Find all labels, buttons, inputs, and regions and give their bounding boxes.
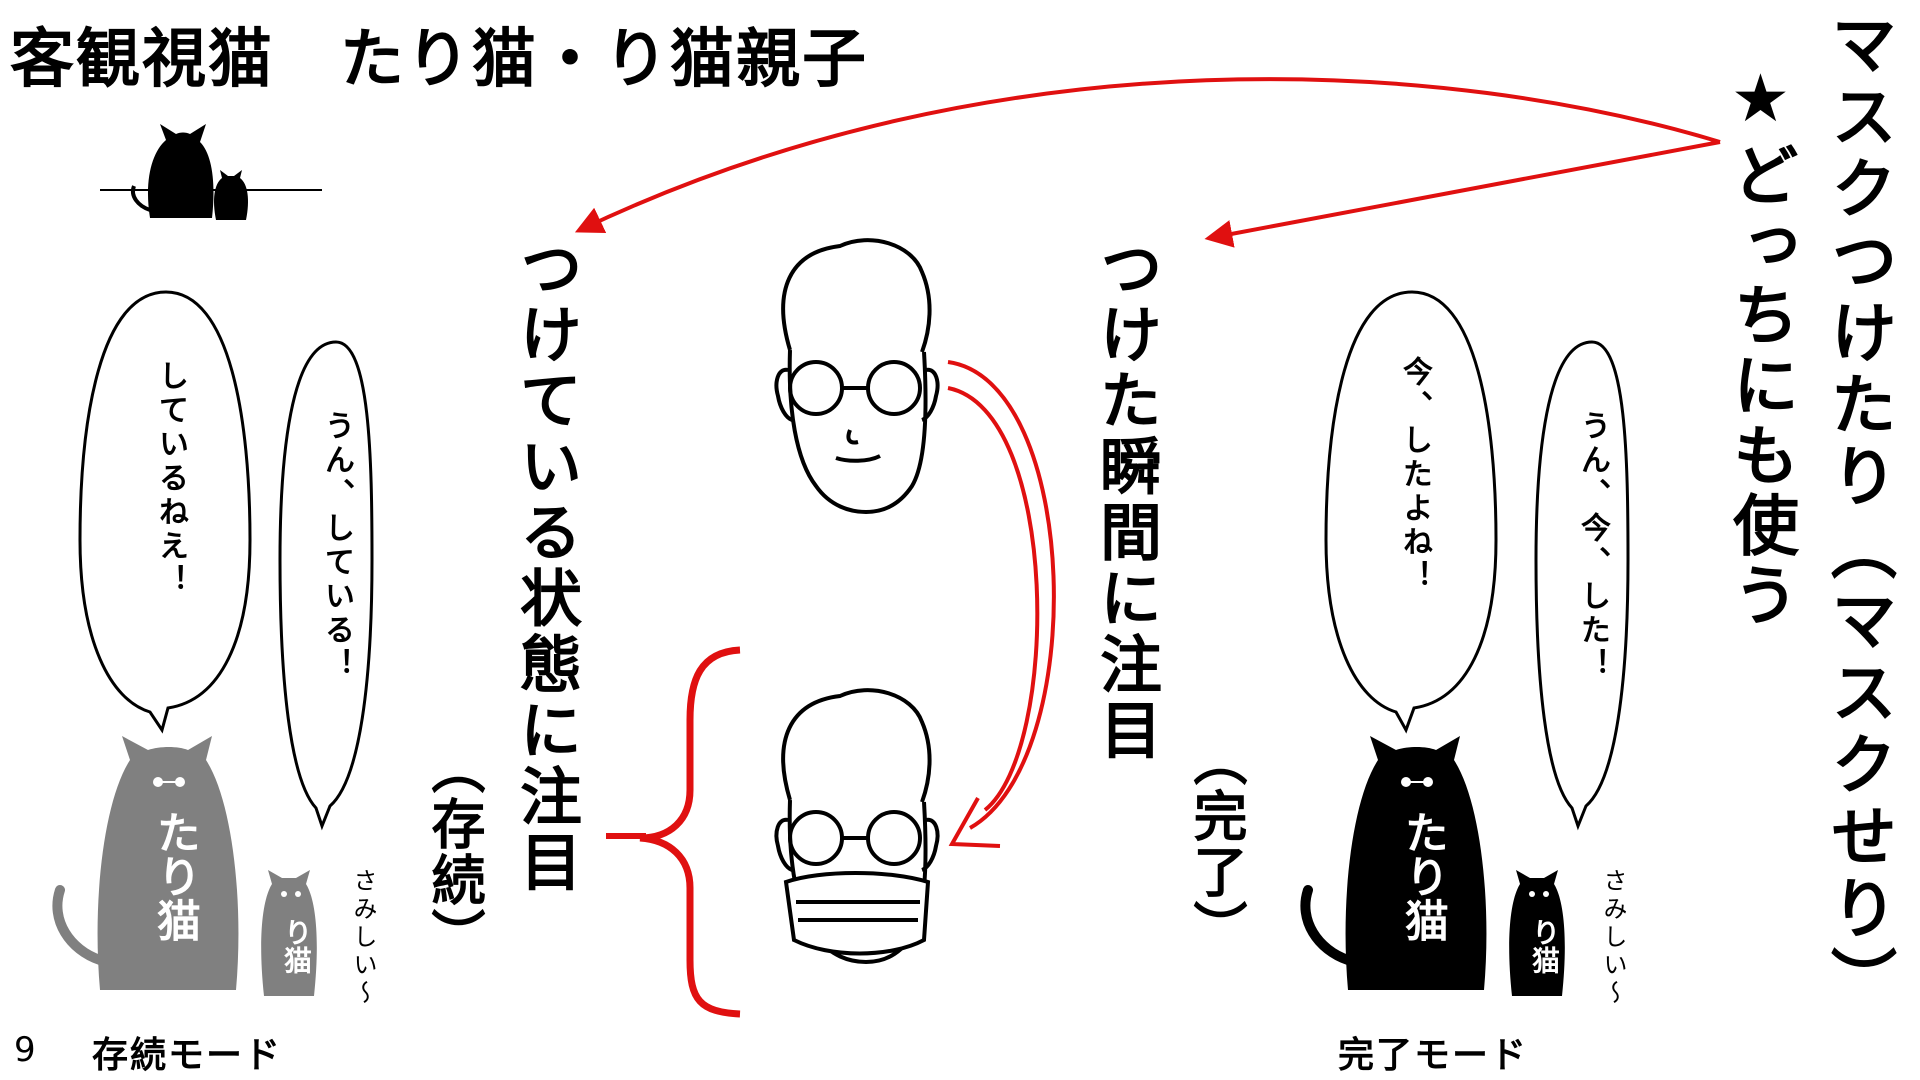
left-lonely-text: さみしい〜	[349, 868, 377, 1008]
continuing-label: つけている状態に注目	[509, 236, 582, 896]
left-ri-cat-label: り猫	[280, 918, 313, 974]
arrow-to-continuing	[574, 77, 1721, 234]
cat-silhouette-icon	[100, 124, 322, 220]
left-ri-cat	[261, 870, 317, 996]
moment-label: つけた瞬間に注目	[1089, 236, 1162, 764]
arrow-to-moment	[1204, 140, 1721, 248]
page-number: 9	[14, 1030, 36, 1070]
right-tari-cat	[1300, 736, 1487, 990]
moment-sub-label: （完了）	[1184, 732, 1247, 956]
masked-face-icon	[774, 688, 940, 965]
left-big-bubble	[78, 290, 252, 734]
brace	[639, 646, 741, 1018]
headline-note-vertical: ★どっちにも使う	[1722, 60, 1799, 631]
right-big-bubble	[1324, 290, 1498, 734]
right-mode-label: 完了モード	[1338, 1035, 1529, 1076]
transition-arrow	[947, 360, 1056, 848]
face-icon	[774, 238, 940, 515]
right-big-bubble-text: 今、したよね！	[1397, 356, 1432, 594]
headline-vertical: マスクつけたり（マスクせり）	[1820, 10, 1897, 1018]
right-ri-cat	[1509, 870, 1565, 996]
left-tari-cat	[52, 736, 239, 990]
left-tari-cat-label: たり猫	[149, 810, 200, 942]
left-small-bubble-text: うん、している！	[319, 410, 354, 682]
right-ri-cat-label: り猫	[1528, 918, 1561, 974]
left-small-bubble	[278, 340, 374, 831]
right-small-bubble-text: うん、今、した！	[1575, 410, 1610, 682]
right-tari-cat-label: たり猫	[1397, 810, 1448, 942]
right-small-bubble	[1534, 340, 1630, 831]
continuing-sub-label: （存続）	[422, 740, 485, 964]
right-lonely-text: さみしい〜	[1599, 868, 1627, 1008]
left-mode-label: 存続モード	[92, 1035, 283, 1076]
page-title: 客観視猫 たり猫・り猫親子	[10, 23, 868, 97]
left-big-bubble-text: しているねえ！	[153, 360, 188, 598]
